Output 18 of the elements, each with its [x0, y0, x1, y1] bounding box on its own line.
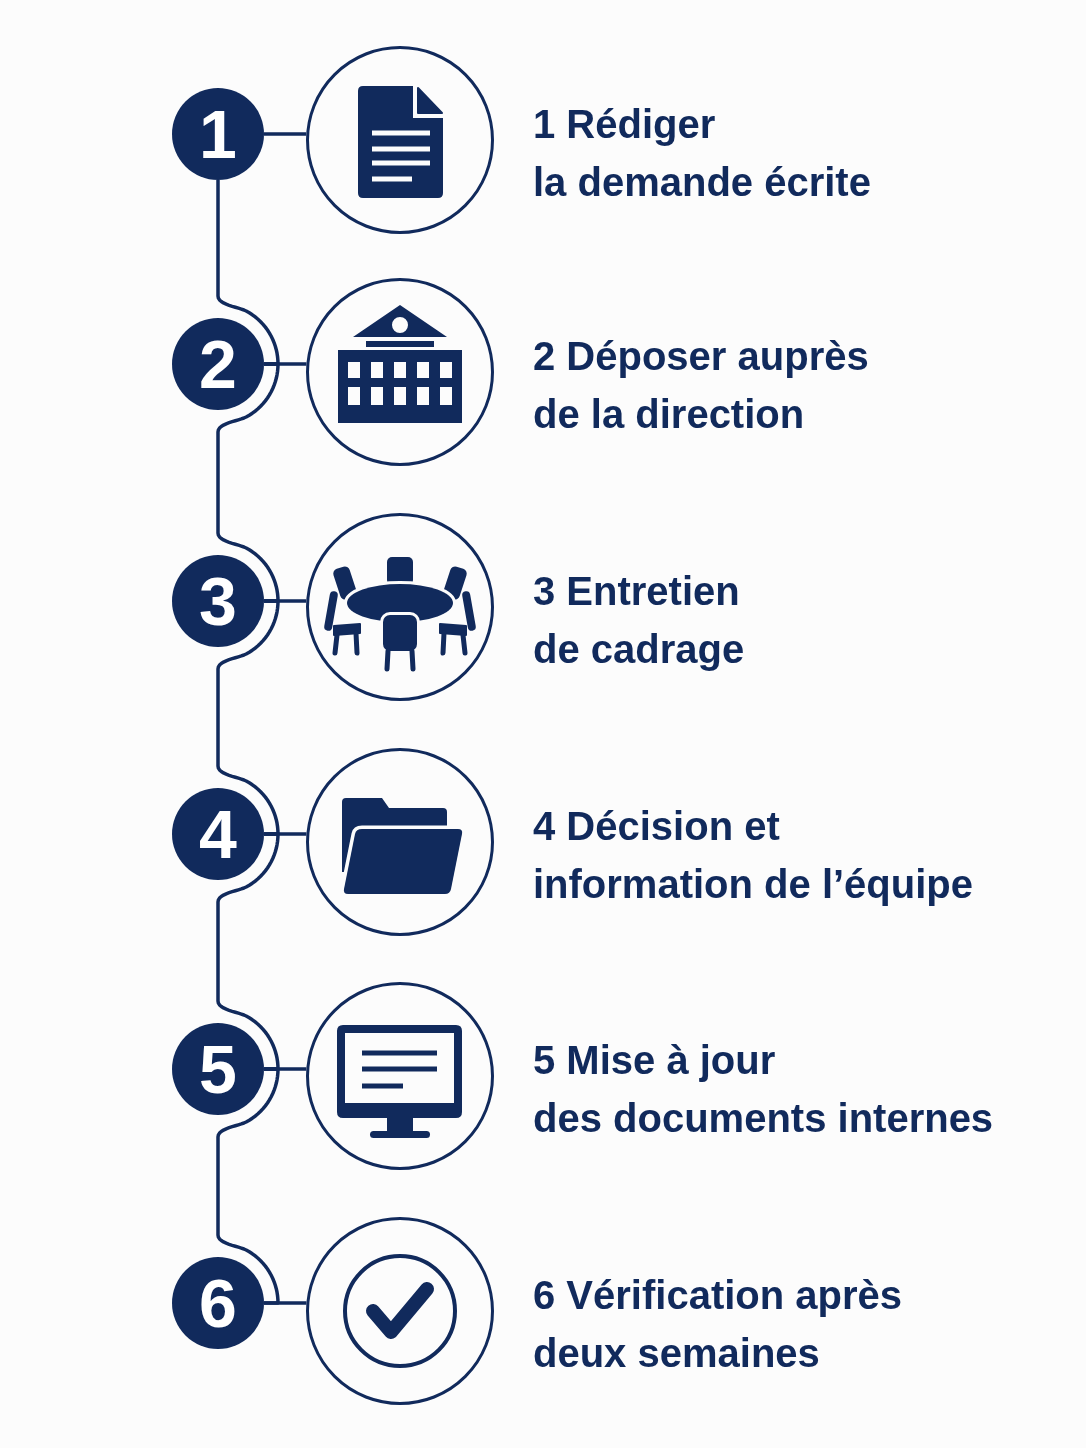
- step-number: 4: [199, 800, 237, 868]
- connector-line: [264, 132, 307, 136]
- number-circle: [172, 318, 264, 410]
- step-number: 5: [199, 1035, 237, 1103]
- step-number: 3: [199, 567, 237, 635]
- step-text: 3 Entretien de cadrage: [533, 568, 745, 673]
- step-text: 4 Décision et information de l’équipe: [533, 803, 974, 908]
- number-circle: [172, 1023, 264, 1115]
- step-number: 2: [199, 330, 237, 398]
- step-text: 1 Rédiger la demande écrite: [533, 101, 871, 206]
- step-number: 1: [199, 100, 237, 168]
- step-text: 5 Mise à jour des documents internes: [533, 1037, 994, 1142]
- step-text: 2 Déposer auprès de la direction: [533, 333, 869, 438]
- step-text: 6 Vérification après deux semaines: [533, 1272, 903, 1377]
- number-circle: [172, 788, 264, 880]
- connector-line: [264, 1301, 307, 1305]
- number-circle: [172, 555, 264, 647]
- step-number: 6: [199, 1269, 237, 1337]
